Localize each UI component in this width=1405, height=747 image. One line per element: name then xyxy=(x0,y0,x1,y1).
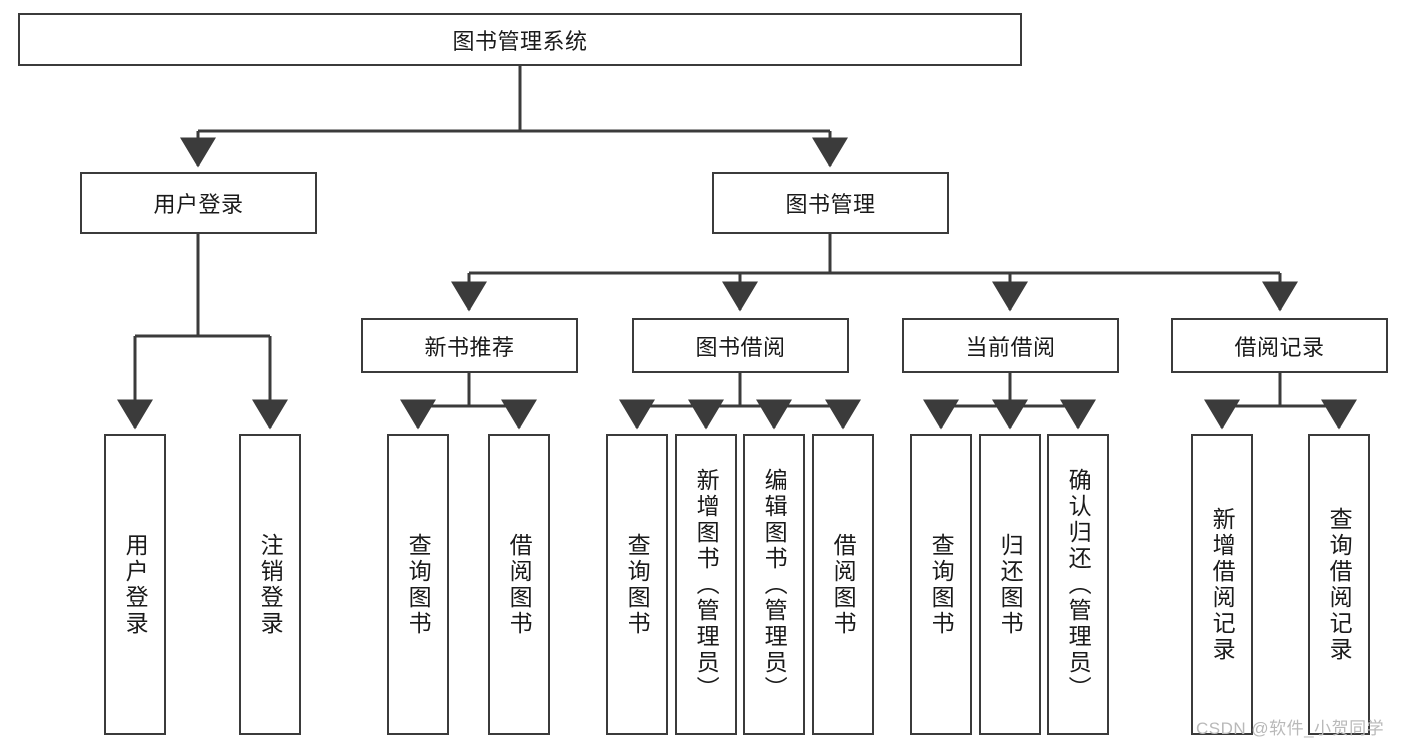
node-leaf-add-book[interactable]: 新增图书（管理员） xyxy=(675,434,737,735)
node-borrow-record[interactable]: 借阅记录 xyxy=(1171,318,1388,373)
node-leaf-borrow-book-1-label: 借阅图书 xyxy=(506,532,533,637)
node-new-book-recommend[interactable]: 新书推荐 xyxy=(361,318,578,373)
node-leaf-borrow-book-1[interactable]: 借阅图书 xyxy=(488,434,550,735)
node-leaf-add-record-label: 新增借阅记录 xyxy=(1209,506,1236,663)
node-leaf-query-book-1-label: 查询图书 xyxy=(405,532,432,637)
node-leaf-borrow-book-2[interactable]: 借阅图书 xyxy=(812,434,874,735)
node-root[interactable]: 图书管理系统 xyxy=(18,13,1022,66)
node-leaf-return-book-label: 归还图书 xyxy=(997,532,1024,637)
node-leaf-logout[interactable]: 注销登录 xyxy=(239,434,301,735)
node-leaf-edit-book-label: 编辑图书（管理员） xyxy=(761,467,788,702)
node-current-borrow[interactable]: 当前借阅 xyxy=(902,318,1119,373)
node-leaf-query-record-label: 查询借阅记录 xyxy=(1326,506,1353,663)
node-leaf-confirm-return-label: 确认归还（管理员） xyxy=(1065,467,1092,702)
node-borrow-record-label: 借阅记录 xyxy=(1234,334,1325,360)
node-leaf-query-record[interactable]: 查询借阅记录 xyxy=(1308,434,1370,735)
node-book-borrow-label: 图书借阅 xyxy=(695,334,786,360)
node-leaf-return-book[interactable]: 归还图书 xyxy=(979,434,1041,735)
node-leaf-confirm-return[interactable]: 确认归还（管理员） xyxy=(1047,434,1109,735)
node-leaf-logout-label: 注销登录 xyxy=(257,532,284,637)
node-user-login[interactable]: 用户登录 xyxy=(80,172,317,234)
node-leaf-query-book-1[interactable]: 查询图书 xyxy=(387,434,449,735)
node-leaf-add-book-label: 新增图书（管理员） xyxy=(693,467,720,702)
node-book-borrow[interactable]: 图书借阅 xyxy=(632,318,849,373)
node-leaf-borrow-book-2-label: 借阅图书 xyxy=(830,532,857,637)
csdn-watermark: CSDN @软件_小贺同学 xyxy=(1196,719,1385,738)
node-leaf-add-record[interactable]: 新增借阅记录 xyxy=(1191,434,1253,735)
node-new-book-recommend-label: 新书推荐 xyxy=(424,334,515,360)
node-leaf-user-login-label: 用户登录 xyxy=(122,532,149,637)
node-leaf-query-book-2[interactable]: 查询图书 xyxy=(606,434,668,735)
node-leaf-query-book-3-label: 查询图书 xyxy=(928,532,955,637)
node-leaf-user-login[interactable]: 用户登录 xyxy=(104,434,166,735)
node-user-login-label: 用户登录 xyxy=(153,192,244,217)
node-root-label: 图书管理系统 xyxy=(452,28,588,54)
node-leaf-query-book-3[interactable]: 查询图书 xyxy=(910,434,972,735)
node-book-management-label: 图书管理 xyxy=(785,192,876,217)
node-leaf-edit-book[interactable]: 编辑图书（管理员） xyxy=(743,434,805,735)
node-current-borrow-label: 当前借阅 xyxy=(965,334,1056,360)
node-book-management[interactable]: 图书管理 xyxy=(712,172,949,234)
node-leaf-query-book-2-label: 查询图书 xyxy=(624,532,651,637)
